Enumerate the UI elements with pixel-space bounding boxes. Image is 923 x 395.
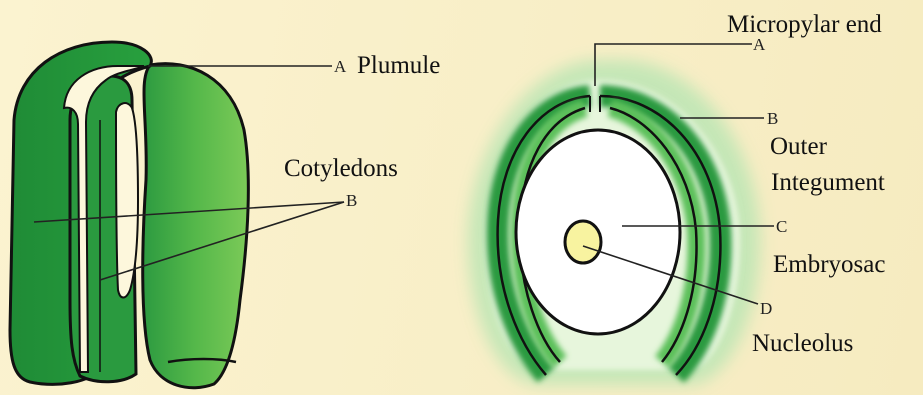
plumule-label: Plumule	[357, 53, 440, 78]
letter-c-right: C	[776, 218, 787, 235]
right-cotyledon	[143, 64, 249, 388]
letter-a-left: A	[334, 58, 346, 75]
ovule	[468, 60, 760, 385]
letter-d-right: D	[760, 300, 772, 317]
seed-embryo	[10, 42, 248, 388]
embryosac-label: Embryosac	[773, 252, 885, 277]
outer-label: Outer	[770, 134, 827, 159]
nucleolus-shape	[565, 221, 601, 263]
micropylar-end-label: Micropylar end	[727, 12, 882, 37]
letter-b-left: B	[346, 192, 357, 209]
nucleolus-label: Nucleolus	[752, 331, 853, 356]
integument-label: Integument	[771, 170, 885, 195]
cotyledons-label: Cotyledons	[284, 156, 398, 181]
letter-a-right: A	[753, 36, 765, 53]
letter-b-right: B	[767, 110, 778, 127]
